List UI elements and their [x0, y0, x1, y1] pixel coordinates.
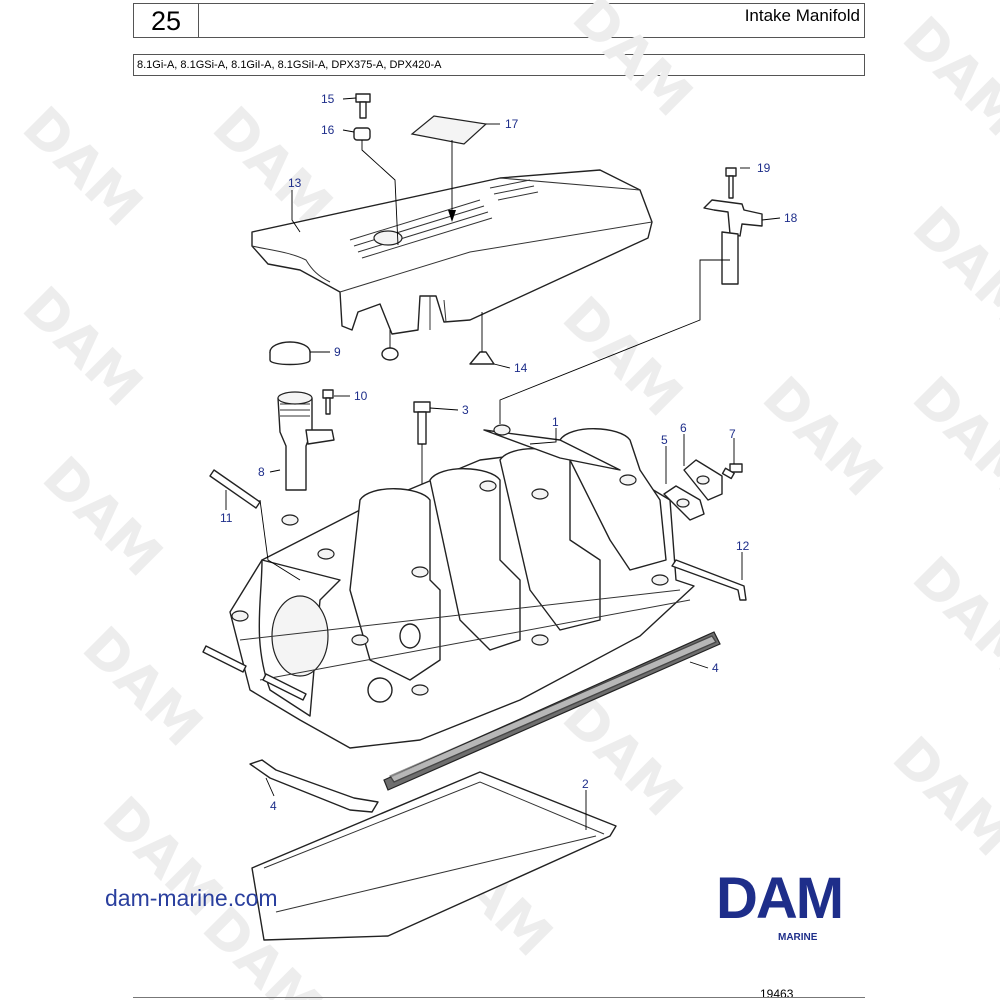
- model-list: 8.1Gi-A, 8.1GSi-A, 8.1GiI-A, 8.1GSiI-A, …: [133, 54, 865, 76]
- watermark-text: DAM: [881, 725, 1000, 869]
- callout-14: 14: [514, 361, 528, 375]
- callout-5: 5: [661, 433, 668, 447]
- callout-3: 3: [462, 403, 469, 417]
- watermark-text: DAM: [891, 5, 1000, 149]
- egr-bolt: [721, 463, 743, 480]
- filler-neck: [277, 391, 335, 491]
- end-seal: [249, 759, 379, 813]
- callout-6: 6: [680, 421, 687, 435]
- heat-shield: [251, 771, 617, 941]
- dam-marine-logo: DAM MARINE: [716, 866, 844, 943]
- intake-manifold: [229, 424, 695, 749]
- watermark-text: DAM: [751, 365, 895, 509]
- vacuum-pipe: [671, 559, 747, 601]
- cover-bolt: [355, 93, 371, 119]
- manifold-bolt: [413, 401, 431, 445]
- section-number: 25: [134, 4, 199, 37]
- callout-15: 15: [321, 92, 335, 106]
- callout-13: 13: [288, 176, 302, 190]
- filler-neck-bolt: [322, 389, 334, 415]
- watermark-text: DAM: [561, 0, 705, 128]
- egr-flange: [683, 459, 723, 501]
- mounting-bracket: [703, 167, 763, 285]
- figure-number: 19463: [760, 987, 794, 1001]
- callout-12: 12: [736, 539, 750, 553]
- filler-cap: [269, 341, 311, 366]
- watermark-text: DAM: [901, 195, 1000, 339]
- watermark-text: DAM: [551, 285, 695, 429]
- callout-2: 2: [582, 777, 589, 791]
- callout-10: 10: [354, 389, 368, 403]
- cover-grommet: [353, 127, 371, 141]
- callout-11: 11: [220, 511, 233, 525]
- egr-gasket: [663, 485, 705, 521]
- manifold-gasket: [383, 631, 721, 791]
- callout-4b: 4: [270, 799, 277, 813]
- website-link[interactable]: dam-marine.com: [105, 885, 278, 911]
- callout-16: 16: [321, 123, 335, 137]
- callout-8: 8: [258, 465, 265, 479]
- watermark-text: DAM: [31, 445, 175, 589]
- callout-9: 9: [334, 345, 341, 359]
- watermark-text: DAM: [901, 545, 1000, 689]
- callout-1: 1: [552, 415, 559, 429]
- cover-mount-grommet: [381, 347, 495, 365]
- watermark-text: DAM: [11, 95, 155, 239]
- footer-divider: [133, 997, 865, 998]
- watermark-text: DAM: [11, 275, 155, 419]
- callout-17: 17: [505, 117, 519, 131]
- page-title: Intake Manifold: [744, 6, 860, 25]
- header-box: 25 Intake Manifold: [133, 3, 865, 38]
- logo-subtitle: MARINE: [778, 932, 818, 943]
- logo-wordmark: DAM: [716, 866, 842, 931]
- watermark-text: DAM: [71, 615, 215, 759]
- callouts: 15 16 17 13 19 18 9 14 10 3 1 6 7 5 8 11…: [220, 92, 798, 813]
- callout-7: 7: [729, 427, 736, 441]
- callout-19: 19: [757, 161, 771, 175]
- manifold-bosses: [231, 424, 669, 696]
- leader-lines: [225, 97, 781, 830]
- watermark-text: DAM: [901, 365, 1000, 509]
- callout-4a: 4: [712, 661, 719, 675]
- callout-18: 18: [784, 211, 798, 225]
- flange-stud: [202, 645, 307, 701]
- engine-cover: [251, 169, 653, 335]
- manifold-stud: [209, 469, 261, 509]
